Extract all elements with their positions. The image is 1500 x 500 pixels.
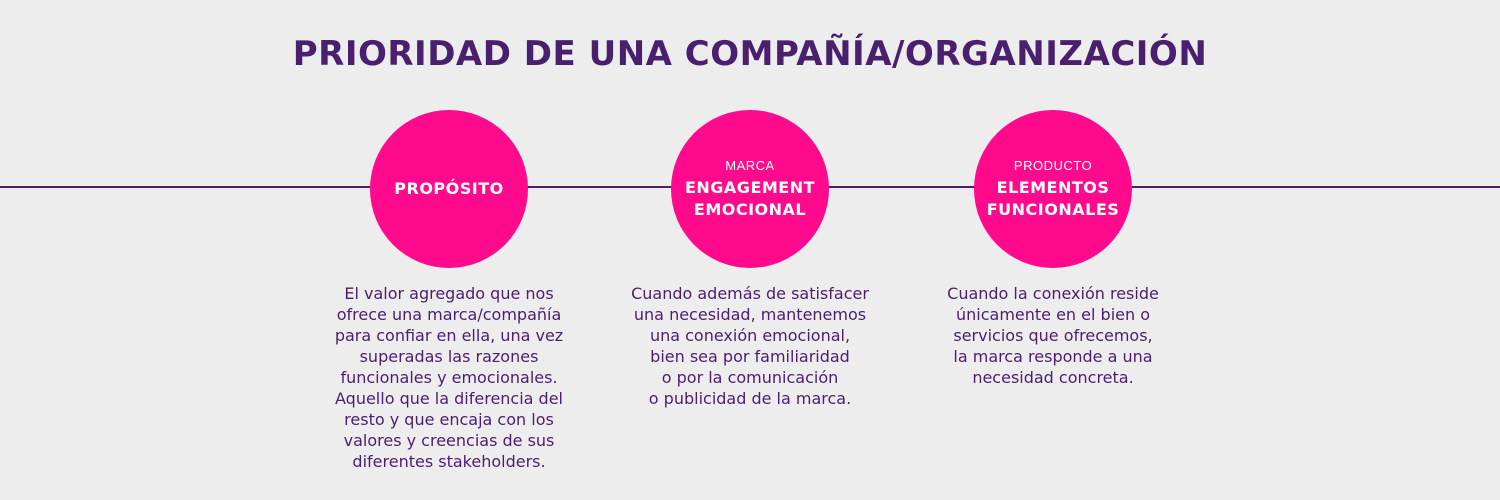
description-line: necesidad concreta.	[972, 368, 1134, 387]
description-line: Cuando la conexión reside	[947, 284, 1159, 303]
description-line: o por la comunicación	[661, 368, 839, 387]
description-line: superadas las razones	[359, 347, 539, 366]
step-description-engagement-emocional: Cuando además de satisfacer una necesida…	[610, 283, 890, 409]
step-circle-proposito: PROPÓSITO	[370, 110, 528, 268]
description-line: Cuando además de satisfacer	[631, 284, 869, 303]
step-heading-line: FUNCIONALES	[986, 199, 1120, 219]
step-kicker: MARCA	[725, 157, 775, 173]
description-line: El valor agregado que nos	[344, 284, 554, 303]
description-line: una necesidad, mantenemos	[633, 305, 867, 324]
step-circle-engagement-emocional: MARCA ENGAGEMENT EMOCIONAL	[671, 110, 829, 268]
description-line: o publicidad de la marca.	[648, 389, 852, 408]
step-heading-line: PROPÓSITO	[394, 179, 504, 198]
description-line: servicios que ofrecemos,	[953, 326, 1153, 345]
description-line: para confiar en ella, una vez	[334, 326, 564, 345]
step-circle-elementos-funcionales: PRODUCTO ELEMENTOS FUNCIONALES	[974, 110, 1132, 268]
description-line: la marca responde a una	[953, 347, 1153, 366]
step-heading: ENGAGEMENT EMOCIONAL	[685, 177, 815, 221]
step-heading-line: ELEMENTOS	[996, 177, 1110, 197]
description-line: Aquello que la diferencia del	[335, 389, 563, 408]
step-heading: PROPÓSITO	[394, 178, 503, 200]
description-line: diferentes stakeholders.	[352, 452, 546, 471]
description-line: una conexión emocional,	[649, 326, 851, 345]
step-description-proposito: El valor agregado que nos ofrece una mar…	[309, 283, 589, 472]
description-line: únicamente en el bien o	[955, 305, 1150, 324]
description-line: funcionales y emocionales.	[340, 368, 558, 387]
step-heading-line: ENGAGEMENT	[684, 177, 816, 197]
step-kicker: PRODUCTO	[1013, 157, 1093, 173]
description-line: ofrece una marca/compañía	[336, 305, 562, 324]
page-title: PRIORIDAD DE UNA COMPAÑÍA/ORGANIZACIÓN	[292, 34, 1208, 74]
description-line: valores y creencias de sus	[343, 431, 555, 450]
description-line: resto y que encaja con los	[344, 410, 554, 429]
step-description-elementos-funcionales: Cuando la conexión reside únicamente en …	[913, 283, 1193, 388]
description-line: bien sea por familiaridad	[650, 347, 850, 366]
step-heading-line: EMOCIONAL	[693, 199, 807, 219]
step-heading: ELEMENTOS FUNCIONALES	[987, 177, 1120, 221]
